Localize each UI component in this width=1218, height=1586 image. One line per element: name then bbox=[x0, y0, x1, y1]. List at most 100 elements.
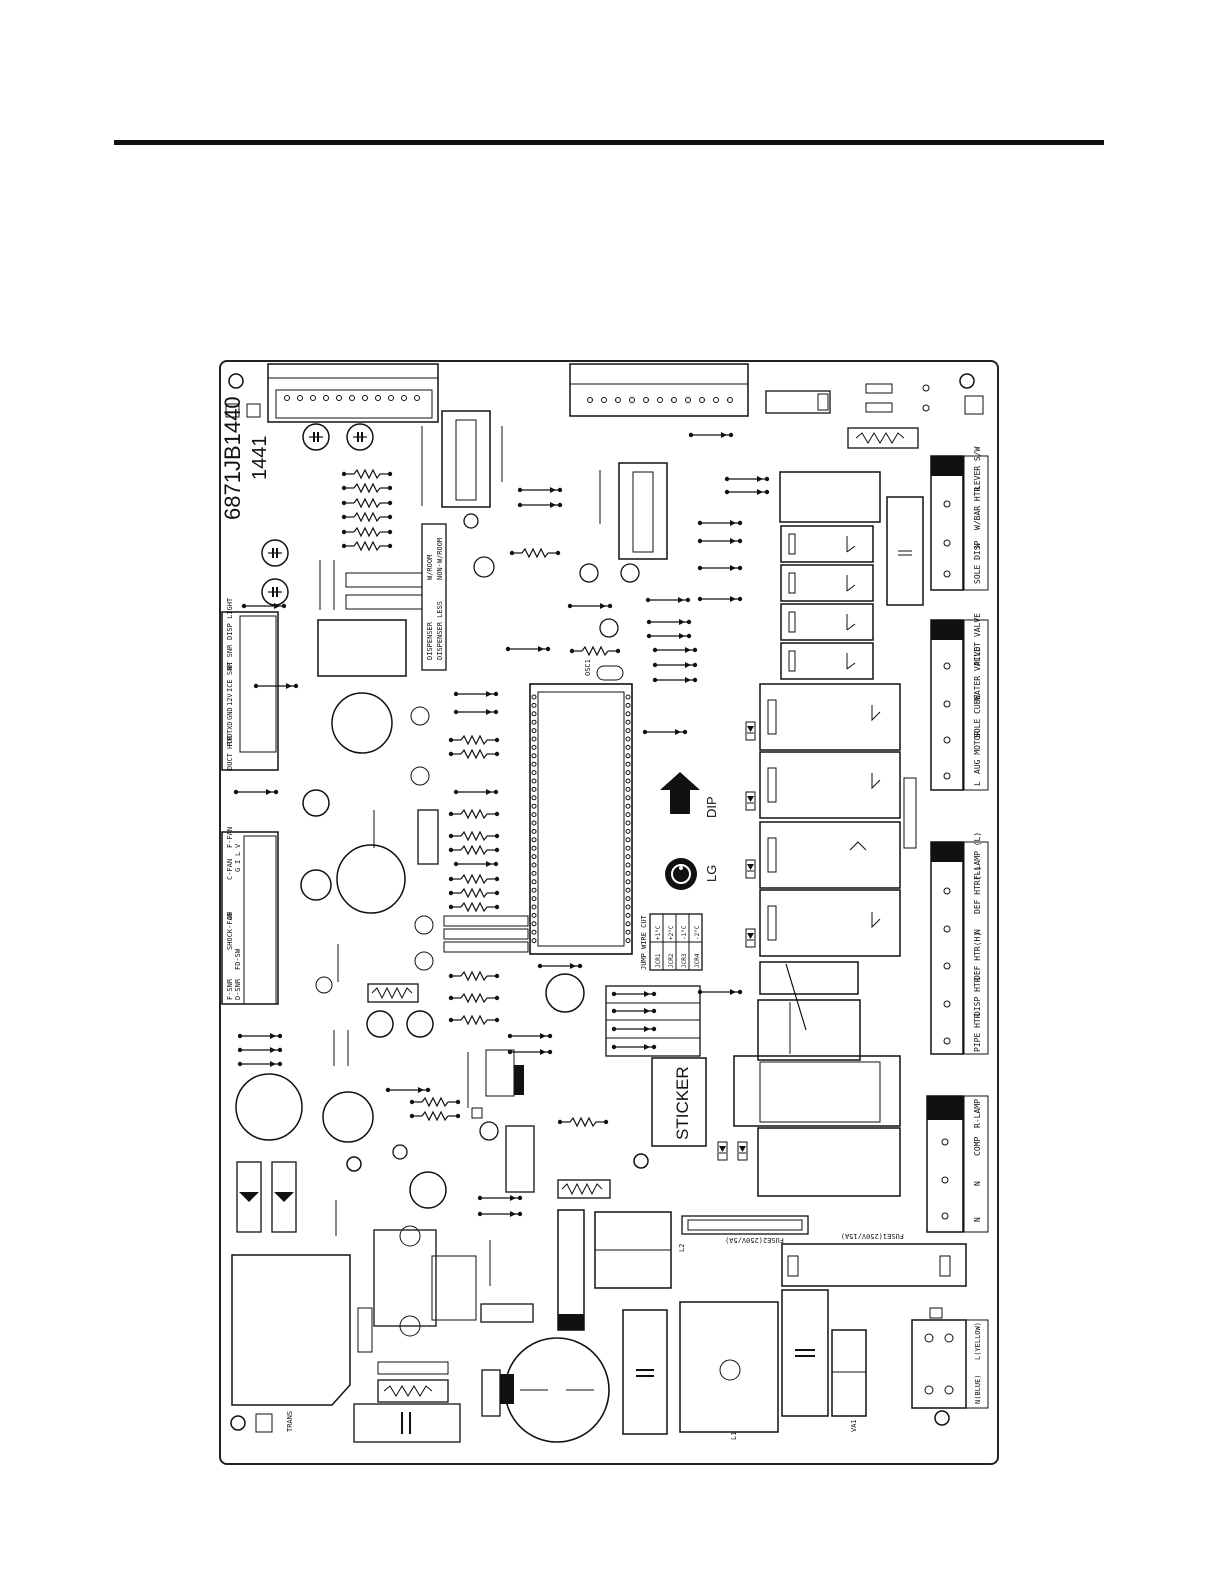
svg-text:G: G bbox=[234, 868, 242, 872]
svg-text:GND: GND bbox=[226, 707, 234, 720]
mcu-pin bbox=[625, 854, 631, 860]
mcu-pin bbox=[531, 870, 537, 876]
svg-text:F-LAMP (L): F-LAMP (L) bbox=[973, 832, 982, 880]
mcu-pin bbox=[625, 921, 631, 927]
svg-text:TXD: TXD bbox=[226, 721, 234, 734]
svg-text:F-SNR: F-SNR bbox=[226, 978, 234, 1000]
mcu-pin bbox=[531, 896, 537, 902]
mcu-pin bbox=[531, 904, 537, 910]
mcu-pin bbox=[531, 702, 537, 708]
svg-text:D-SNR: D-SNR bbox=[234, 978, 242, 1000]
mcu-pin bbox=[625, 938, 631, 944]
svg-text:R-LAMP: R-LAMP bbox=[973, 1099, 982, 1128]
mcu-pin bbox=[625, 837, 631, 843]
svg-text:JCR2: JCR2 bbox=[668, 953, 675, 968]
dip-arrow-icon bbox=[660, 772, 700, 814]
mcu-pin bbox=[531, 837, 537, 843]
jumper-table: JCR1 JCR2 JCR3 JCR4 +1°C +2°C -1°C -2°C bbox=[655, 925, 701, 968]
svg-text:COMP: COMP bbox=[973, 1137, 982, 1156]
mcu-pin bbox=[531, 711, 537, 717]
svg-text:RXD: RXD bbox=[226, 733, 234, 746]
mcu-pin bbox=[625, 719, 631, 725]
lg-logo-icon bbox=[665, 858, 697, 890]
mcu-pin bbox=[625, 778, 631, 784]
svg-text:JCR4: JCR4 bbox=[694, 953, 701, 968]
mcu-pin bbox=[531, 854, 537, 860]
trans-label: TRANS bbox=[286, 1411, 294, 1432]
mcu-pin bbox=[625, 803, 631, 809]
mcu-pin bbox=[531, 719, 537, 725]
svg-text:DUCT HTR: DUCT HTR bbox=[226, 735, 234, 770]
mcu-pin bbox=[625, 753, 631, 759]
dip-label: DIP bbox=[704, 796, 719, 818]
mcu-pin bbox=[531, 845, 537, 851]
pcb-board-outline bbox=[219, 360, 999, 1465]
mcu-pin bbox=[625, 862, 631, 868]
fuse2-label: FUSE2(250V/5A) bbox=[725, 1236, 784, 1244]
svg-text:N(BLUE): N(BLUE) bbox=[974, 1374, 982, 1404]
dispenser-labels: DISPENSER DISPENSER LESS W/ROOM NON-W/RO… bbox=[426, 538, 444, 660]
con2-labels: R-LAMP COMP N N bbox=[973, 1099, 982, 1222]
mcu-pin bbox=[531, 938, 537, 944]
svg-text:N: N bbox=[973, 929, 982, 934]
svg-text:RT SNR: RT SNR bbox=[226, 644, 234, 670]
svg-text:DISP LIGHT: DISP LIGHT bbox=[226, 597, 234, 640]
mcu-pin bbox=[531, 753, 537, 759]
mcu-pin bbox=[531, 820, 537, 826]
svg-text:FD-SW: FD-SW bbox=[234, 948, 242, 970]
mcu-pin bbox=[531, 786, 537, 792]
con4-labels: PILOT VALVE WATER VALVE SOLE CUBE AUG MO… bbox=[973, 613, 982, 786]
svg-text:+1°C: +1°C bbox=[655, 925, 662, 940]
mcu-pin bbox=[531, 744, 537, 750]
mcu-pin bbox=[625, 812, 631, 818]
svg-text:DISPENSER LESS: DISPENSER LESS bbox=[436, 601, 444, 660]
svg-text:L: L bbox=[973, 781, 982, 786]
mcu-pin bbox=[625, 828, 631, 834]
svg-text:OF: OF bbox=[226, 912, 234, 920]
mcu-pin bbox=[531, 795, 537, 801]
svg-text:DEF HTR(H): DEF HTR(H) bbox=[973, 932, 982, 980]
mcu-pin bbox=[625, 761, 631, 767]
svg-text:+2°C: +2°C bbox=[668, 925, 675, 940]
svg-text:PIPE HTR: PIPE HTR bbox=[973, 1013, 982, 1052]
mcu-pin bbox=[625, 845, 631, 851]
svg-text:-1°C: -1°C bbox=[681, 925, 688, 940]
svg-text:SHOCK-FAN: SHOCK-FAN bbox=[226, 912, 234, 950]
mcu-pin bbox=[625, 912, 631, 918]
va1-label: VA1 bbox=[850, 1419, 858, 1432]
svg-text:SOLE DISP: SOLE DISP bbox=[973, 540, 982, 584]
mcu-pin bbox=[531, 912, 537, 918]
svg-text:JCR1: JCR1 bbox=[655, 953, 662, 968]
l1-label: L1 bbox=[730, 1432, 738, 1440]
mcu-pin bbox=[625, 702, 631, 708]
mcu-pin bbox=[625, 904, 631, 910]
top-rule bbox=[114, 140, 1104, 145]
con3-labels: F-LAMP (L) DEF HTR(L) N DEF HTR(H) DISP … bbox=[973, 832, 982, 1052]
jump-wire-cut-label: JUMP WIRE CUT bbox=[640, 914, 648, 970]
osc1-label: OSC1 bbox=[584, 659, 592, 676]
svg-text:N: N bbox=[973, 1181, 982, 1186]
svg-text:SOLE CUBE: SOLE CUBE bbox=[973, 694, 982, 738]
mcu-pin bbox=[531, 828, 537, 834]
l2-label: L2 bbox=[678, 1244, 686, 1252]
con5-labels: LEVER S/W W/BAR HTR N SOLE DISP bbox=[973, 446, 982, 584]
mcu-pin bbox=[625, 795, 631, 801]
svg-text:N: N bbox=[973, 543, 982, 548]
lg-text: LG bbox=[704, 865, 719, 882]
mcu-pin bbox=[625, 929, 631, 935]
mcu-pin bbox=[625, 744, 631, 750]
part-number: 6871JB1440 bbox=[220, 396, 245, 520]
mcu-pin bbox=[531, 803, 537, 809]
svg-text:L(YELLOW): L(YELLOW) bbox=[974, 1322, 982, 1360]
svg-text:ICE SNR: ICE SNR bbox=[226, 662, 234, 692]
svg-text:LEVER S/W: LEVER S/W bbox=[973, 446, 982, 490]
mcu-pin bbox=[531, 728, 537, 734]
svg-text:DISP HTR: DISP HTR bbox=[973, 977, 982, 1016]
svg-text:-2°C: -2°C bbox=[694, 925, 701, 940]
mcu-pin bbox=[531, 694, 537, 700]
mcu-pin bbox=[625, 728, 631, 734]
svg-text:WATER VALVE: WATER VALVE bbox=[973, 647, 982, 700]
sticker-label: STICKER bbox=[673, 1066, 692, 1140]
mcu-pin bbox=[531, 929, 537, 935]
